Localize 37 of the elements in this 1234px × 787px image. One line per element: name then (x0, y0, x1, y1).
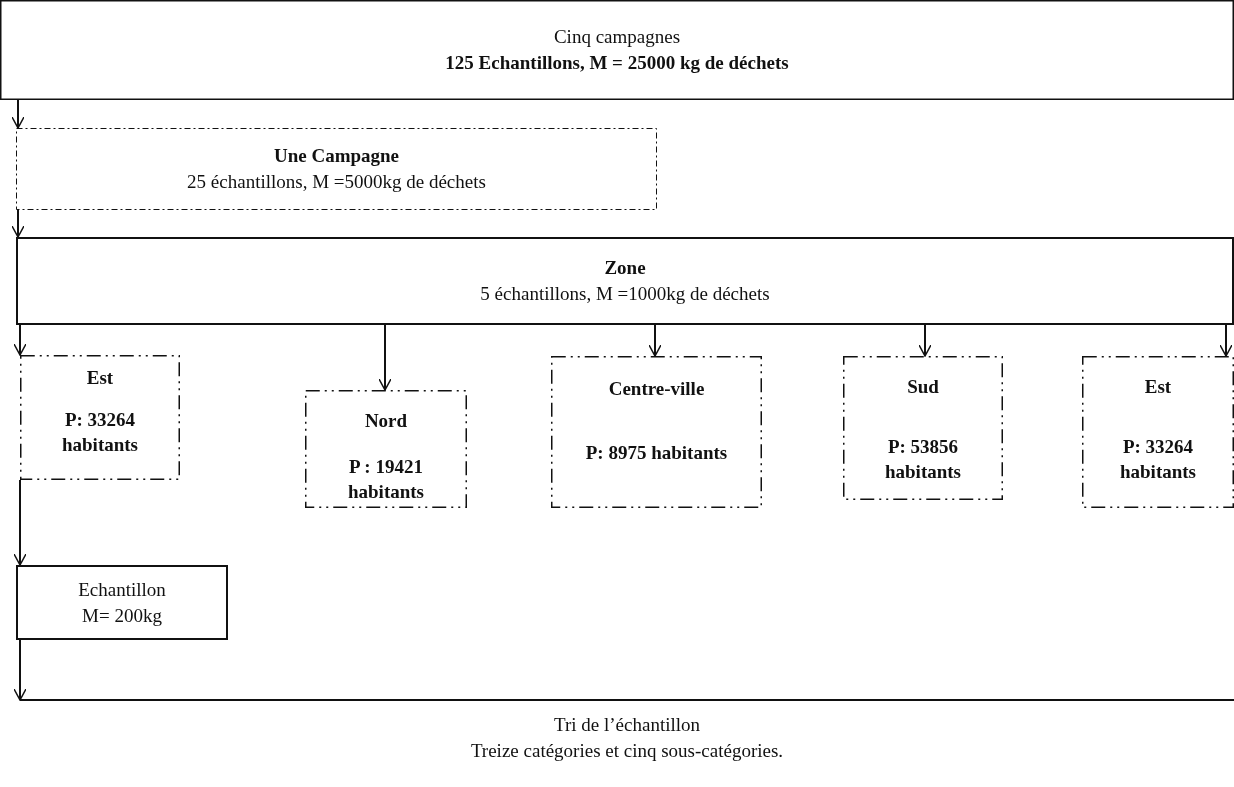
district-box (305, 390, 467, 508)
district-box (551, 356, 762, 508)
box-text: 25 échantillons, M =5000kg de déchets (187, 170, 486, 194)
process-box (0, 0, 1234, 100)
box-text: P: 53856 habitants (884, 434, 962, 485)
box-heading: Nord (364, 409, 408, 433)
arrow (11, 99, 25, 129)
box-heading: Tri de l’échantillon (554, 713, 700, 737)
box-text: 5 échantillons, M =1000kg de déchets (480, 282, 770, 306)
box-heading: Zone (604, 256, 646, 281)
arrow (378, 324, 392, 391)
arrow (13, 479, 27, 566)
district-box (1082, 356, 1234, 508)
box-text: P: 33264 habitants (61, 407, 139, 458)
box-heading: Est (86, 366, 114, 390)
arrow (13, 324, 27, 356)
arrow (648, 324, 662, 357)
box-text: P : 19421 habitants (347, 454, 425, 505)
box-heading: Cinq campagnes (553, 25, 681, 50)
box-text: Treize catégories et cinq sous-catégories. (470, 738, 784, 763)
box-text: P: 8975 habitants (585, 440, 728, 465)
district-box (20, 355, 180, 480)
arrow (13, 639, 27, 701)
box-text: 125 Echantillons, M = 25000 kg de déchets (445, 51, 789, 75)
box-heading: Est (1144, 375, 1172, 399)
process-box (16, 128, 657, 210)
arrow (1219, 324, 1233, 357)
box-heading: Centre-ville (608, 377, 705, 401)
district-box (843, 356, 1003, 500)
arrow (11, 209, 25, 238)
box-text: P: 33264 habitants (1119, 434, 1197, 485)
box-heading: Une Campagne (273, 144, 400, 169)
box-heading: Sud (907, 375, 939, 399)
process-box (16, 565, 228, 640)
box-text: Echantillon M= 200kg (77, 577, 167, 628)
process-box (16, 237, 1234, 325)
arrow (918, 324, 932, 357)
